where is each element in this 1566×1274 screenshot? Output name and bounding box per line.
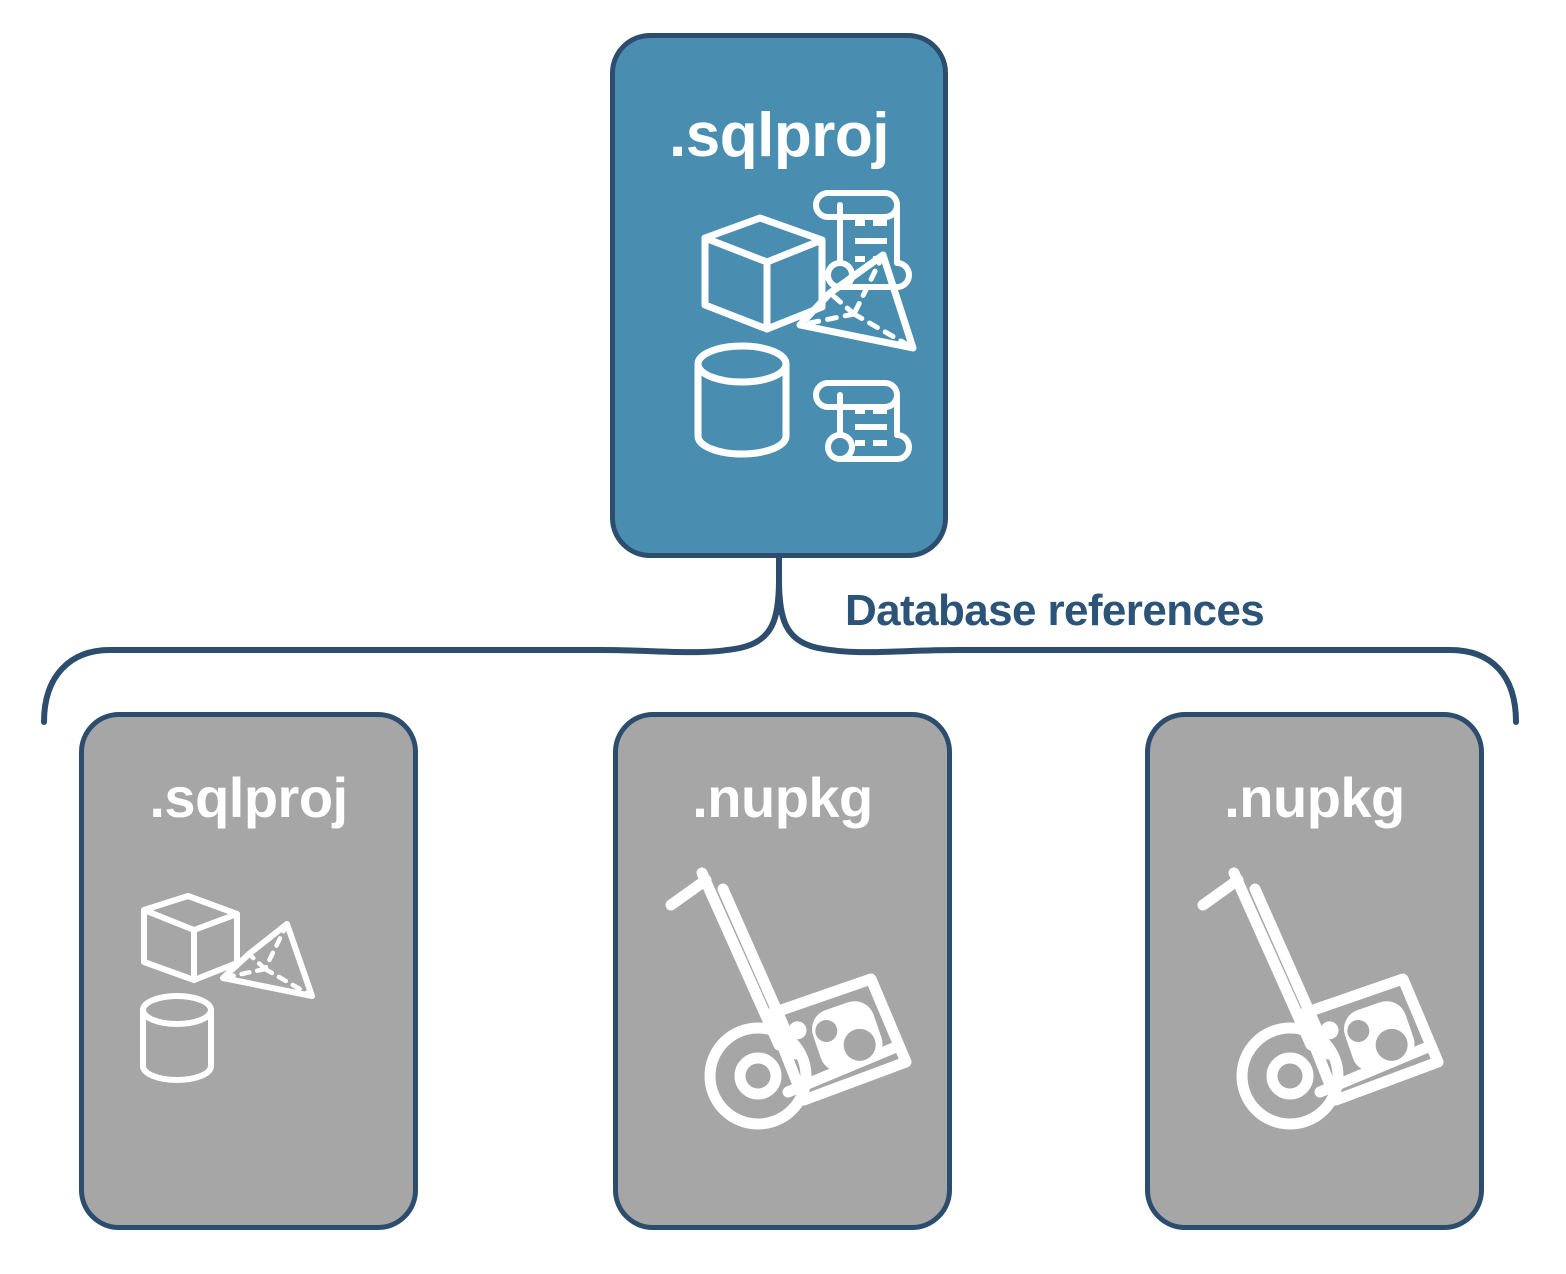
node-nupkg-2-label: .nupkg <box>1224 766 1405 829</box>
scroll-icon <box>813 190 912 290</box>
database-objects-icon <box>694 190 917 462</box>
node-nupkg-2[interactable]: .nupkg <box>1145 712 1484 1230</box>
cylinder-icon <box>140 993 214 1083</box>
sqlproj-ref-icon-group <box>84 872 413 1112</box>
pyramid-icon <box>796 251 917 352</box>
hand-truck-package-icon <box>1197 867 1444 1130</box>
node-nupkg-1[interactable]: .nupkg <box>613 712 952 1230</box>
node-sqlproj-ref[interactable]: .sqlproj <box>79 712 418 1230</box>
node-sqlproj-root[interactable]: .sqlproj <box>610 33 948 558</box>
node-sqlproj-root-label: .sqlproj <box>669 101 889 170</box>
cube-icon <box>141 893 240 983</box>
hand-truck-package-icon <box>665 867 912 1130</box>
node-sqlproj-ref-label: .sqlproj <box>149 766 348 829</box>
cylinder-icon <box>694 342 790 458</box>
scroll-icon <box>813 380 912 462</box>
pyramid-icon <box>220 921 315 999</box>
cube-icon <box>701 214 826 333</box>
nupkg-2-icon-group <box>1150 857 1479 1147</box>
nupkg-1-icon-group <box>618 857 947 1147</box>
database-references-label: Database references <box>845 586 1265 635</box>
database-objects-icon <box>140 893 315 1083</box>
sqlproj-root-icon-group <box>615 183 943 473</box>
node-nupkg-1-label: .nupkg <box>692 766 873 829</box>
